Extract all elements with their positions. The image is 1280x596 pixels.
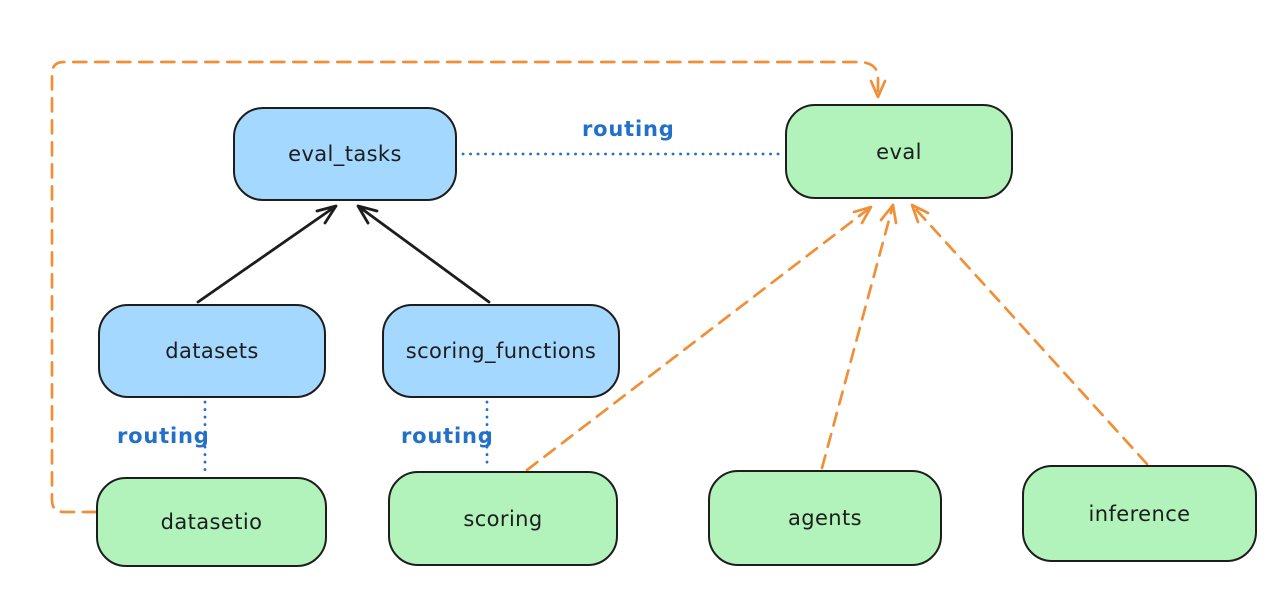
node-datasetio-label: datasetio [160,510,263,534]
node-datasets-label: datasets [165,339,259,363]
node-datasets: datasets [98,304,326,398]
node-eval-tasks: eval_tasks [233,107,457,201]
node-scoring: scoring [388,471,618,566]
edge-label-routing-top: routing [582,117,675,141]
edge-datasetio-to-eval-shaft [50,60,880,514]
edge-agents-to-eval-arrowhead [879,203,898,225]
edge-scoring-to-eval-shaft [525,205,873,472]
edge-inference-to-eval-arrowhead [910,203,930,224]
edge-scoring-functions-to-eval-tasks [356,204,491,304]
node-scoring-functions: scoring_functions [382,304,620,398]
node-eval: eval [785,104,1013,199]
node-inference-label: inference [1088,501,1191,526]
node-eval-label: eval [876,139,922,164]
node-datasetio: datasetio [96,477,327,567]
node-scoring-label: scoring [463,506,543,531]
node-scoring-functions-label: scoring_functions [405,339,597,363]
edge-scoring-to-eval-arrowhead [852,205,873,225]
node-inference: inference [1022,465,1257,562]
edge-datasetio-to-eval-arrowhead [869,79,887,99]
edge-inference-to-eval-shaft [910,203,1149,466]
node-agents: agents [708,470,942,566]
node-agents-label: agents [787,506,862,530]
edge-label-routing-scoring: routing [401,424,494,448]
edge-label-routing-datasetio: routing [117,424,210,448]
node-eval-tasks-label: eval_tasks [288,142,402,166]
edge-agents-to-eval-shaft [820,203,895,470]
edge-datasets-to-eval-tasks [196,204,338,304]
